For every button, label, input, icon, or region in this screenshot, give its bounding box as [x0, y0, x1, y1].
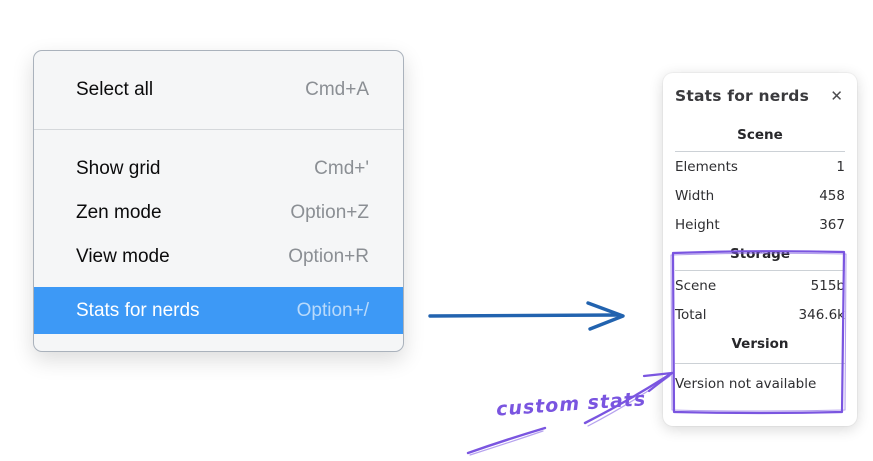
- stats-panel-header: Stats for nerds ✕: [675, 86, 845, 106]
- stat-row-height: Height 367: [675, 210, 845, 239]
- menu-item-shortcut: Option+Z: [290, 202, 369, 223]
- menu-item-shortcut: Cmd+': [314, 158, 369, 179]
- menu-item-label: Stats for nerds: [76, 299, 200, 321]
- menu-item-show-grid[interactable]: Show grid Cmd+': [34, 147, 403, 191]
- stat-label: Width: [675, 187, 715, 204]
- stat-label: Elements: [675, 158, 738, 175]
- stat-label: Scene: [675, 277, 717, 294]
- menu-spacer: [34, 130, 403, 147]
- close-icon[interactable]: ✕: [830, 86, 843, 105]
- annotation-highlight-box: [670, 250, 847, 415]
- section-heading-scene: Scene: [737, 127, 783, 143]
- context-menu: Select all Cmd+A Show grid Cmd+' Zen mod…: [33, 50, 404, 352]
- stat-value: 367: [819, 216, 845, 233]
- stats-panel-title: Stats for nerds: [675, 87, 810, 105]
- stat-row-total-size: Total 346.6k: [675, 300, 845, 329]
- section-divider: [675, 363, 845, 364]
- stat-value: 346.6k: [798, 306, 845, 323]
- section-divider: [675, 270, 845, 271]
- annotation-arrow: [466, 371, 674, 456]
- stat-row-scene-size: Scene 515b: [675, 271, 845, 300]
- menu-item-label: View mode: [76, 246, 170, 267]
- stat-label: Total: [675, 306, 707, 323]
- stat-value: 515b: [810, 277, 845, 294]
- section-divider: [675, 151, 845, 152]
- stat-value: 458: [819, 187, 845, 204]
- pointer-arrow: [428, 301, 625, 331]
- menu-item-shortcut: Option+R: [288, 246, 369, 267]
- stat-label: Height: [675, 216, 720, 233]
- menu-item-stats-for-nerds[interactable]: Stats for nerds Option+/: [34, 287, 403, 334]
- section-heading-storage: Storage: [729, 246, 791, 262]
- menu-item-shortcut: Cmd+A: [305, 79, 369, 100]
- menu-item-label: Show grid: [76, 158, 161, 179]
- version-note: Version not available: [675, 376, 817, 392]
- menu-item-label: Zen mode: [76, 202, 162, 223]
- menu-item-select-all[interactable]: Select all Cmd+A: [34, 51, 403, 129]
- stat-row-width: Width 458: [675, 181, 845, 210]
- stats-panel: Stats for nerds ✕ Scene Elements 1 Width…: [663, 73, 857, 426]
- menu-item-label: Select all: [76, 79, 154, 100]
- stat-value: 1: [836, 158, 845, 175]
- menu-item-shortcut: Option+/: [296, 299, 369, 321]
- menu-item-zen-mode[interactable]: Zen mode Option+Z: [34, 191, 403, 235]
- section-heading-version: Version: [731, 336, 789, 352]
- menu-item-view-mode[interactable]: View mode Option+R: [34, 235, 403, 279]
- menu-spacer: [34, 279, 403, 287]
- menu-divider: [34, 129, 403, 130]
- stat-row-elements: Elements 1: [675, 152, 845, 181]
